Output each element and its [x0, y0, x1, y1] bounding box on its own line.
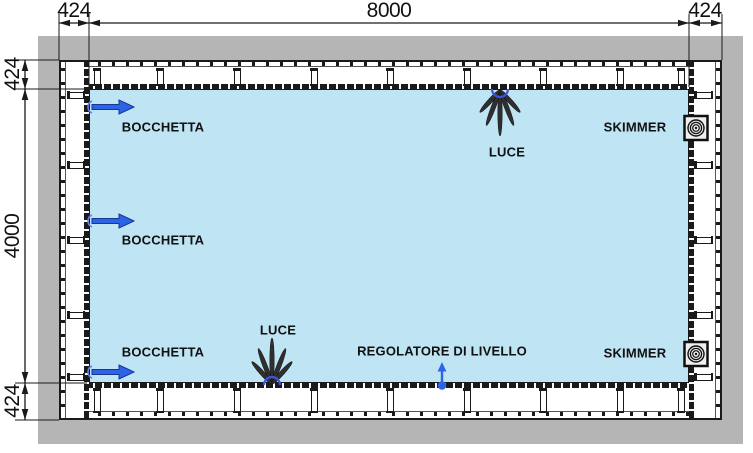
wall-panel-joint	[677, 68, 685, 86]
dim-left-middle: 4000	[1, 213, 24, 259]
wall-panel-joint	[233, 68, 241, 86]
wall-panel-joint	[386, 68, 394, 86]
wall-panel-joint	[310, 388, 318, 413]
wall-panel-joint	[67, 91, 85, 99]
dim-top-center: 8000	[366, 0, 412, 22]
wall-panel-joint	[694, 91, 713, 99]
wall-panel-joint	[93, 388, 101, 413]
wall-panel-joint	[616, 68, 624, 86]
wall-panel-joint	[310, 68, 318, 86]
wall-rail-strip	[59, 62, 722, 67]
wall-panel-joint	[67, 236, 85, 244]
wall-panel-joint	[616, 388, 624, 413]
bocchetta-label-3: BOCCHETTA	[121, 344, 205, 360]
wall-panel-joint	[93, 68, 101, 86]
level-regulator-label: REGOLATORE DI LIVELLO	[357, 343, 527, 359]
wall-panel-joint	[694, 311, 713, 319]
wall-panel-joint	[233, 388, 241, 413]
wall-panel-joint	[463, 388, 471, 413]
wall-panel-joint	[67, 311, 85, 319]
dim-left-bottom: 424	[1, 384, 24, 418]
wall-rail-strip	[715, 62, 720, 418]
pool-wall-left	[59, 60, 89, 420]
dim-top-right: 424	[688, 0, 722, 22]
skimmer-label-bottom: SKIMMER	[603, 345, 667, 361]
luce-label-top: LUCE	[488, 144, 526, 160]
wall-rail-strip	[61, 62, 66, 418]
wall-panel-joint	[67, 373, 85, 381]
wall-panel-joint	[694, 373, 713, 381]
wall-panel-joint	[156, 68, 164, 86]
wall-panel-joint	[694, 236, 713, 244]
wall-panel-joint	[386, 388, 394, 413]
pool-wall-top	[59, 60, 722, 89]
bocchetta-label-2: BOCCHETTA	[121, 232, 205, 248]
pool-wall-bottom	[59, 383, 722, 420]
dim-top-left: 424	[57, 0, 91, 22]
luce-label-bottom: LUCE	[259, 322, 297, 338]
wall-panel-joint	[156, 388, 164, 413]
dim-left-top: 424	[1, 57, 24, 91]
wall-panel-joint	[539, 388, 547, 413]
wall-panel-joint	[694, 161, 713, 169]
pool-wall-right	[689, 60, 722, 420]
skimmer-label-top: SKIMMER	[603, 119, 667, 135]
wall-panel-joint	[67, 161, 85, 169]
wall-panel-joint	[539, 68, 547, 86]
wall-panel-joint	[463, 68, 471, 86]
wall-panel-joint	[677, 388, 685, 413]
bocchetta-label-1: BOCCHETTA	[121, 119, 205, 135]
